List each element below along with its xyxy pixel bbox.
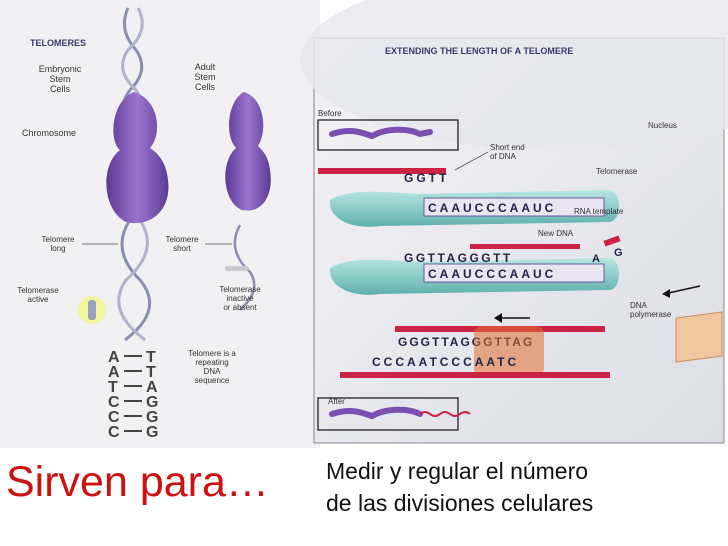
telomerase-active-line-2: active bbox=[28, 295, 49, 304]
after-box bbox=[317, 397, 459, 431]
step2-loose-a: A bbox=[592, 253, 600, 265]
telomerase-label: Telomerase bbox=[596, 167, 638, 176]
adult-label: Adult Stem Cells bbox=[194, 62, 215, 92]
polymerase-sleeve bbox=[675, 311, 723, 363]
polymerase-arrowhead bbox=[662, 289, 670, 298]
short-end-label: Short end of DNA bbox=[490, 143, 525, 161]
step1-top-seq: GGTT bbox=[404, 171, 449, 185]
step2-top-seq: GGTTAGGGTT bbox=[404, 251, 513, 265]
telomere-short-line-2: short bbox=[173, 244, 192, 253]
telomere-long-line-2: long bbox=[50, 244, 65, 253]
step3-arrowhead bbox=[494, 313, 502, 323]
chromosome-adult bbox=[225, 92, 271, 211]
helix-strand-d bbox=[117, 219, 149, 342]
nucleus-shape bbox=[300, 0, 728, 150]
telomerase-inactive-line-1: Telomerase bbox=[219, 285, 261, 294]
telomere-long-label: Telomere long bbox=[42, 235, 75, 253]
pair-4-right: G bbox=[146, 394, 158, 411]
rna-template-step2 bbox=[423, 263, 605, 283]
dna-polymerase-line-1: DNA bbox=[630, 301, 648, 310]
new-dna-strand-step2 bbox=[470, 244, 580, 249]
pair-1-left: A bbox=[108, 349, 120, 366]
embryonic-label: Embryonic Stem Cells bbox=[39, 64, 82, 94]
step3-bottom-seq: CCCAATCCCAATC bbox=[372, 355, 519, 369]
chromosome-embryonic bbox=[106, 92, 169, 224]
footer-right-line-1: Medir y regular el número bbox=[326, 458, 589, 484]
step1-bottom-seq: CAAUCCCAAUC bbox=[428, 201, 556, 215]
nucleus-label: Nucleus bbox=[648, 121, 677, 130]
left-title: TELOMERES bbox=[30, 38, 86, 48]
telomere-repeat-line-2: repeating bbox=[195, 358, 228, 367]
telomere-repeat-line-3: DNA bbox=[204, 367, 222, 376]
telomere-short-label: Telomere short bbox=[166, 235, 199, 253]
after-telomere-extension bbox=[419, 411, 471, 417]
before-chromosome bbox=[329, 126, 433, 140]
helix-strand-e bbox=[233, 224, 256, 311]
telomere-repeat-line-1: Telomere is a bbox=[188, 349, 236, 358]
telomerase-active-line-1: Telomerase bbox=[17, 286, 59, 295]
chromosome-label: Chromosome bbox=[22, 128, 76, 138]
adult-line-2: Stem bbox=[194, 72, 215, 82]
loose-nucleotide bbox=[603, 235, 621, 247]
before-label: Before bbox=[318, 109, 342, 118]
pair-4-left: C bbox=[108, 394, 120, 411]
pair-2-left: A bbox=[108, 364, 120, 381]
short-end-line-1: Short end bbox=[490, 143, 525, 152]
dna-polymerase-label: DNA polymerase bbox=[630, 301, 672, 319]
pair-3-left: T bbox=[108, 379, 118, 396]
step2-bottom-seq: CAAUCCCAAUC bbox=[428, 267, 556, 281]
adult-line-1: Adult bbox=[195, 62, 216, 72]
embryonic-line-1: Embryonic bbox=[39, 64, 82, 74]
rna-template-label: RNA template bbox=[574, 207, 624, 216]
dna-bonds bbox=[124, 355, 142, 432]
telomerase-inactive-line-3: or absent bbox=[223, 303, 257, 312]
pair-3-right: A bbox=[146, 379, 158, 396]
dna-pairs: A T A T T A C G C G C G bbox=[108, 349, 158, 441]
new-dna-label: New DNA bbox=[538, 229, 574, 238]
after-label: After bbox=[328, 397, 345, 406]
rna-template-step1 bbox=[423, 197, 605, 217]
telomere-figure: TELOMERES Embryonic Stem Cells Adult Ste… bbox=[0, 0, 728, 448]
footer-right-text: Medir y regular el número de las divisio… bbox=[326, 455, 726, 519]
telomerase-inactive-line-2: inactive bbox=[226, 294, 254, 303]
adult-line-3: Cells bbox=[195, 82, 216, 92]
footer-left-text: Sirven para… bbox=[6, 458, 269, 506]
pair-5-right: G bbox=[146, 409, 158, 426]
pair-6-left: C bbox=[108, 424, 120, 441]
telomerase-active-enzyme bbox=[88, 300, 96, 320]
short-end-pointer bbox=[454, 151, 489, 171]
dna-strand-bottom-step3 bbox=[340, 372, 610, 378]
helix-strand-c bbox=[120, 219, 151, 342]
pair-2-right: T bbox=[146, 364, 156, 381]
telomere-long-line-1: Telomere bbox=[42, 235, 75, 244]
telomerase-inactive-enzyme bbox=[225, 266, 249, 271]
pair-1-right: T bbox=[146, 349, 156, 366]
pair-6-right: G bbox=[146, 424, 158, 441]
dna-polymerase-enzyme bbox=[474, 326, 544, 376]
embryonic-line-3: Cells bbox=[50, 84, 71, 94]
pair-5-left: C bbox=[108, 409, 120, 426]
telomere-repeat-label: Telomere is a repeating DNA sequence bbox=[188, 349, 236, 385]
dna-polymerase-line-2: polymerase bbox=[630, 310, 672, 319]
embryonic-line-2: Stem bbox=[49, 74, 70, 84]
dna-strand-step1 bbox=[318, 168, 446, 174]
short-end-line-2: of DNA bbox=[490, 152, 516, 161]
right-title: EXTENDING THE LENGTH OF A TELOMERE bbox=[385, 46, 573, 56]
before-box bbox=[317, 119, 459, 151]
footer-right-line-2: de las divisiones celulares bbox=[326, 490, 594, 516]
left-panel-bg bbox=[0, 0, 320, 448]
step2-loose-g: G bbox=[614, 247, 623, 259]
telomere-short-line-1: Telomere bbox=[166, 235, 199, 244]
telomerase-inactive-label: Telomerase inactive or absent bbox=[219, 285, 261, 312]
telomerase-active-label: Telomerase active bbox=[17, 286, 59, 304]
telomere-repeat-line-4: sequence bbox=[195, 376, 230, 385]
after-chromosome bbox=[329, 406, 423, 420]
